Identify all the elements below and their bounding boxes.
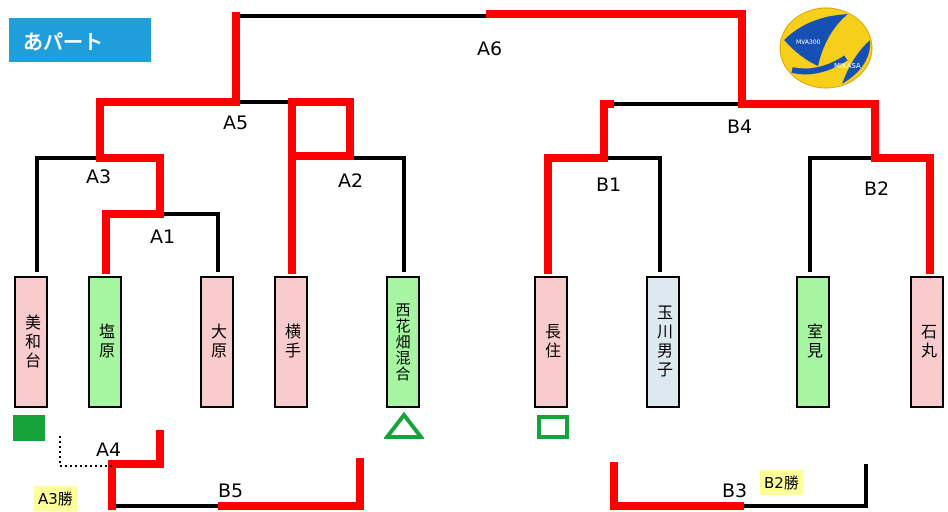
team-name: 塩原 [96,323,115,361]
team-name: 石丸 [918,323,937,361]
match-label-b2: B2 [864,178,890,200]
team-box-nishihanabatake: 西花畑混合 [386,276,420,408]
team-name: 美和台 [22,313,41,371]
b2-win-note: B2勝 [760,470,803,495]
svg-text:MIKASA: MIKASA [834,62,861,70]
team-name: 西花畑混合 [393,302,412,382]
team-name: 室見 [804,323,823,361]
match-label-a5: A5 [223,112,249,134]
match-label-a2: A2 [338,170,364,192]
team-name: 横手 [282,323,301,361]
team-box-muromi: 室見 [796,276,830,408]
open-square-marker [537,415,569,439]
match-label-a3: A3 [86,166,112,188]
match-label-b1: B1 [596,174,622,196]
filled-square-marker [13,415,45,441]
team-name: 玉川男子 [654,304,673,380]
a3-win-note: A3勝 [34,486,77,511]
team-box-ishimaru: 石丸 [910,276,944,408]
team-box-nagazumi: 長住 [534,276,568,408]
team-name: 長住 [542,323,561,361]
team-box-miwadai: 美和台 [14,276,48,408]
match-label-b5: B5 [218,480,244,502]
team-box-yokote: 横手 [274,276,308,408]
match-label-a6: A6 [477,38,503,60]
volleyball-icon: MVA300 MIKASA [779,7,873,89]
bracket-lines-red [96,10,934,510]
team-name: 大原 [208,323,227,361]
match-label-b4: B4 [727,116,753,138]
team-box-ohara: 大原 [200,276,234,408]
team-box-tamagawa: 玉川男子 [646,276,680,408]
match-label-a4: A4 [96,439,122,461]
team-box-shiobaru: 塩原 [88,276,122,408]
triangle-marker [384,412,424,439]
section-label: あパート [9,18,151,62]
match-label-b3: B3 [722,480,748,502]
match-label-a1: A1 [150,226,176,248]
a4-dotted-line [59,436,112,467]
svg-text:MVA300: MVA300 [796,39,821,46]
